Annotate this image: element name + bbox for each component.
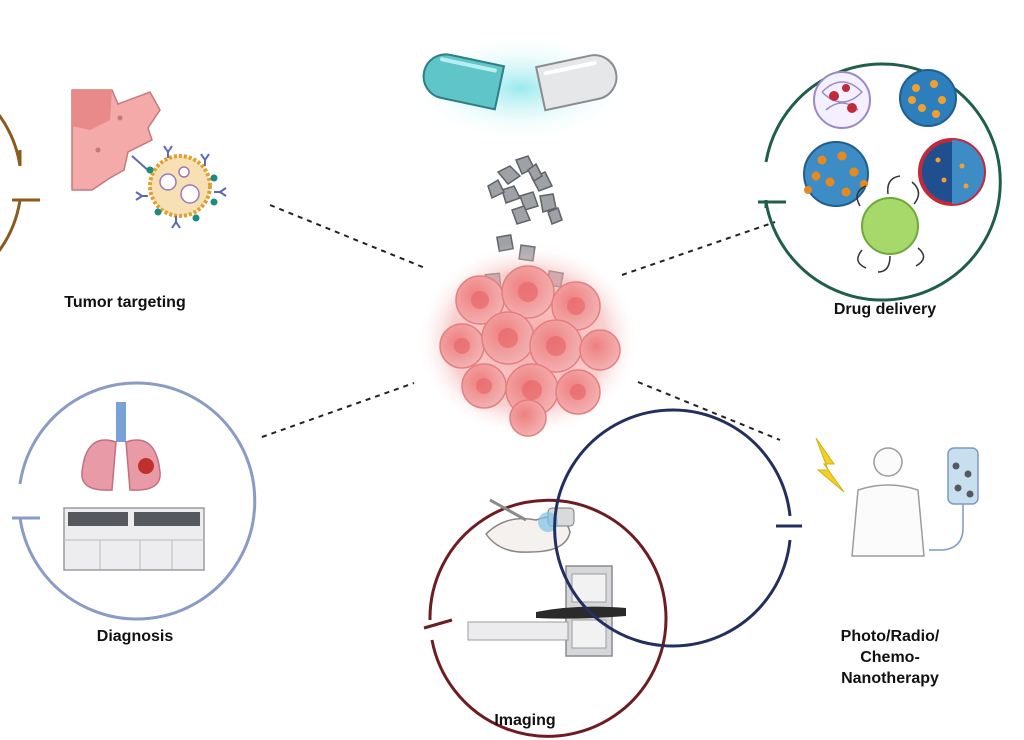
patient-iv-icon: [815, 437, 979, 557]
drug-delivery-label: Drug delivery: [833, 301, 937, 318]
diagnosis-label: Diagnosis: [96, 628, 174, 645]
connector-lines: [261, 204, 781, 441]
lungs-analyzer-icon: [63, 402, 205, 571]
tumor-targeting-panel: [0, 89, 227, 253]
tumor-targeting-label: Tumor targeting: [64, 294, 186, 311]
therapy-panel: [553, 408, 979, 648]
therapy-label-line: Nanotherapy: [841, 670, 939, 687]
targeted-nanoparticle-icon: [71, 89, 227, 229]
therapy-label-line: Chemo-: [860, 649, 920, 666]
therapy-label: Photo/Radio/ Chemo- Nanotherapy: [810, 626, 970, 689]
imaging-label: Imaging: [494, 712, 556, 729]
capsule-icon: [410, 33, 630, 143]
therapy-label-line: Photo/Radio/: [840, 628, 940, 645]
nanocarrier-icon: [803, 69, 986, 273]
drug-delivery-panel: [758, 62, 1002, 302]
tumor-cell-cluster-icon: [416, 242, 640, 438]
imaging-panel: [423, 498, 668, 738]
mri-scanner-icon: [467, 498, 626, 657]
diagnosis-panel: [12, 381, 257, 621]
